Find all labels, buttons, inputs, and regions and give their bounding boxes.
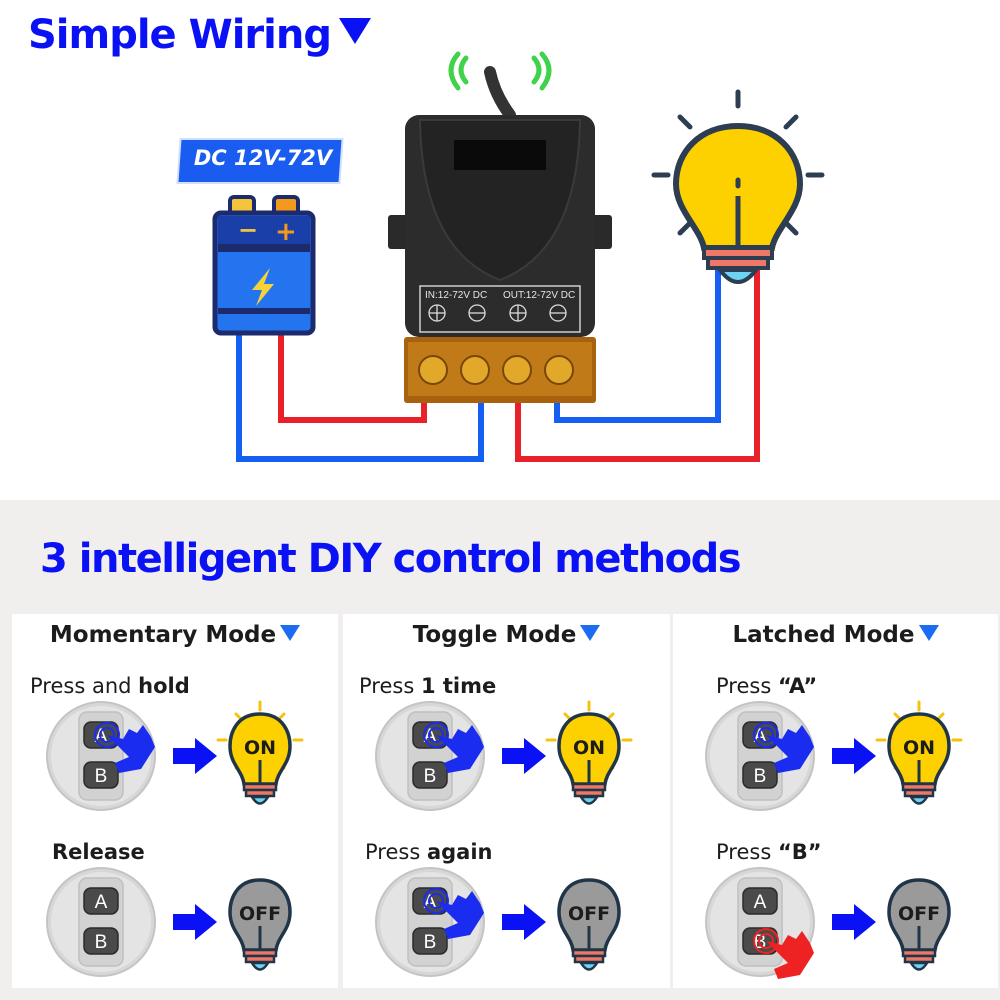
wires	[236, 268, 760, 462]
bulb-on-icon: ON	[557, 712, 621, 805]
battery-icon: − +	[212, 195, 316, 336]
bulb-state-label: OFF	[239, 903, 281, 925]
pressing-hand-icon	[753, 928, 814, 979]
fob-button-a	[742, 887, 778, 915]
relay-in-label: IN:12-72V DC	[425, 290, 487, 301]
antenna-wire	[484, 66, 516, 121]
lightning-icon	[252, 268, 274, 306]
pressing-hand-icon	[94, 722, 155, 773]
mode-name: Toggle Mode	[412, 622, 577, 648]
voltage-badge-text: DC 12V-72V	[193, 146, 333, 170]
fob-button-b	[412, 927, 448, 955]
battery-plus: +	[275, 217, 297, 247]
mode-name: Momentary Mode	[49, 622, 277, 648]
step-illustration: A B ON	[705, 700, 963, 811]
wire-battery-negative	[236, 320, 484, 462]
remote-fob-icon: A B	[46, 867, 156, 977]
remote-fob-icon: A B	[46, 701, 156, 811]
pressing-hand-icon	[753, 722, 814, 773]
wireless-signal-icon	[448, 51, 552, 91]
down-triangle-icon	[280, 625, 301, 641]
bulb-state-label: ON	[903, 737, 935, 759]
relay-out-label: OUT:12-72V DC	[503, 290, 575, 301]
step-illustration: A B OFF	[46, 867, 292, 977]
fob-button-b	[83, 927, 119, 955]
step-illustration: A B ON	[375, 700, 633, 811]
methods-title: 3 intelligent DIY control methods	[40, 536, 742, 582]
remote-fob-icon: A B	[375, 701, 485, 811]
mode-title-toggle: Toggle Mode	[343, 622, 670, 648]
fob-button-a-label: A	[754, 892, 767, 913]
step-illustration: A B OFF	[375, 867, 621, 977]
step-illustration: A B ON	[46, 700, 304, 811]
arrow-right-icon	[832, 738, 876, 774]
fob-button-b-label: B	[95, 766, 108, 787]
arrow-right-icon	[173, 904, 217, 940]
bulb-on-icon: ON	[228, 712, 292, 805]
bulb-off-icon: OFF	[557, 878, 621, 971]
down-triangle-icon	[918, 625, 939, 641]
fob-button-b	[742, 761, 778, 789]
wire-bulb-negative	[554, 268, 721, 423]
down-triangle-icon	[338, 18, 371, 44]
wire-battery-positive	[278, 320, 427, 423]
bulb-state-label: ON	[244, 737, 276, 759]
step-label: Press again	[365, 840, 493, 864]
bulb-off-icon: OFF	[228, 878, 292, 971]
fob-button-b-label: B	[754, 766, 767, 787]
light-bulb-icon	[651, 89, 825, 284]
bulb-state-label: OFF	[568, 903, 610, 925]
pressing-hand-icon	[423, 722, 484, 773]
step-label: Press and hold	[30, 674, 190, 698]
step-illustration: A B OFF	[705, 867, 951, 979]
bulb-off-icon: OFF	[887, 878, 951, 971]
arrow-right-icon	[173, 738, 217, 774]
step-label: Press “B”	[716, 840, 822, 864]
arrow-right-icon	[502, 904, 546, 940]
terminal-screws	[418, 355, 574, 385]
fob-button-b-label: B	[424, 766, 437, 787]
mode-name: Latched Mode	[732, 622, 915, 648]
wire-bulb-positive	[515, 268, 760, 462]
fob-button-b-label: B	[424, 932, 437, 953]
step-label: Press 1 time	[359, 674, 497, 698]
battery-minus: −	[238, 216, 258, 244]
fob-button-b	[83, 761, 119, 789]
arrow-right-icon	[502, 738, 546, 774]
mode-title-latched: Latched Mode	[673, 622, 998, 648]
bulb-on-icon: ON	[887, 712, 951, 805]
wiring-title-text: Simple Wiring	[28, 12, 332, 58]
mode-title-momentary: Momentary Mode	[12, 622, 338, 648]
fob-button-a	[83, 887, 119, 915]
wiring-diagram: − + IN:12-72V DC OUT:12-72V DC	[212, 51, 825, 462]
fob-button-a-label: A	[95, 892, 108, 913]
step-label: Release	[52, 840, 145, 864]
fob-button-b	[412, 761, 448, 789]
relay-module: IN:12-72V DC OUT:12-72V DC	[388, 115, 612, 403]
down-triangle-icon	[580, 625, 601, 641]
pressing-hand-icon	[423, 888, 484, 939]
wiring-title: Simple Wiring	[28, 12, 371, 58]
bulb-state-label: ON	[573, 737, 605, 759]
step-label: Press “A”	[716, 674, 818, 698]
bulb-state-label: OFF	[898, 903, 940, 925]
fob-button-b-label: B	[95, 932, 108, 953]
arrow-right-icon	[832, 904, 876, 940]
